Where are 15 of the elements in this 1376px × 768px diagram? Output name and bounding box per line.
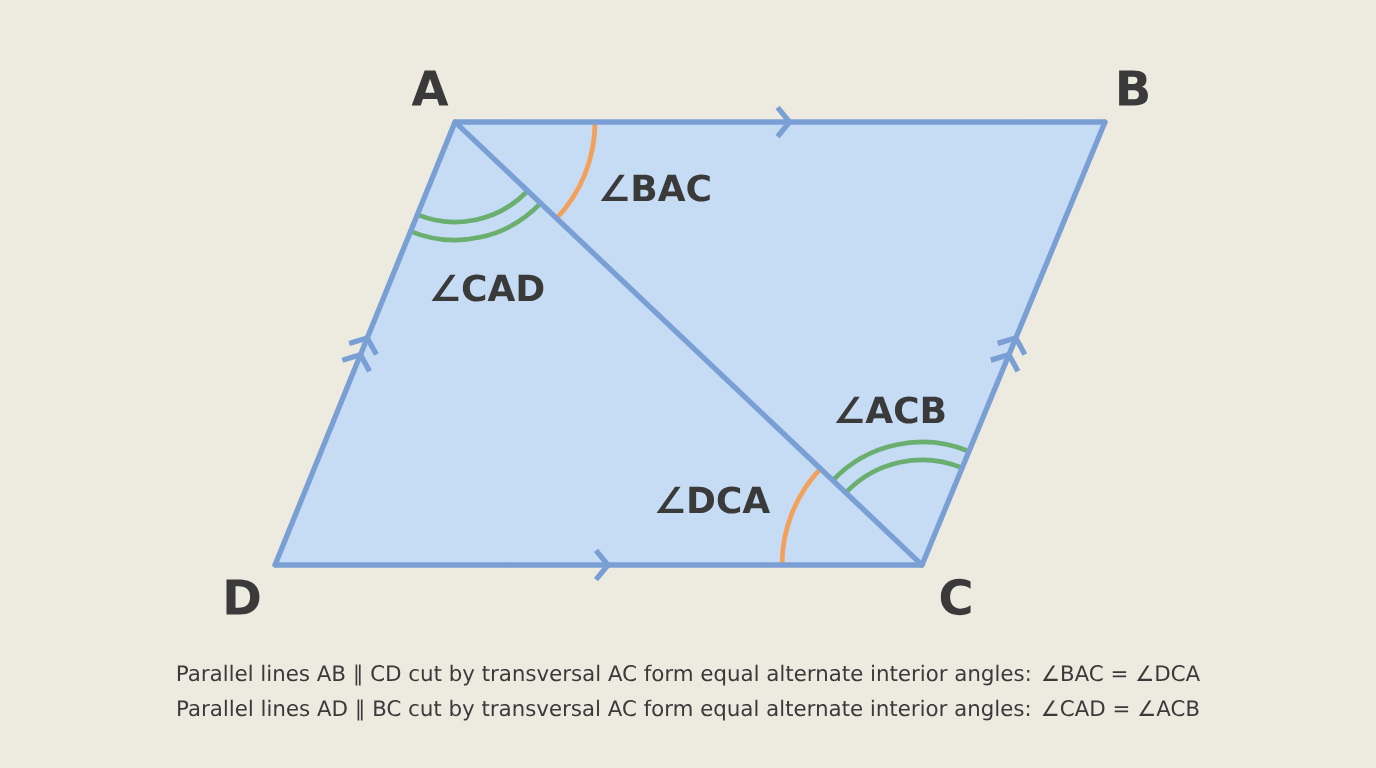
caption-line: Parallel lines AD ∥ BC cut by transversal AC form equal alternate interior angles: ∠CAD = ∠ACB (178, 699, 1199, 721)
parallelogram-side (919, 119, 1108, 568)
angle-label: ∠BAC (600, 174, 710, 202)
angle-label: ∠CAD (431, 274, 544, 302)
caption-line: Parallel lines AB ∥ CD cut by transversal AC form equal alternate interior angles: ∠BAC = ∠DCA (177, 664, 1200, 686)
parallelogram-side (452, 119, 925, 568)
vertex-label: B (1119, 70, 1148, 106)
vertex-label: A (411, 70, 449, 106)
parallelogram-side (272, 119, 458, 568)
angle-label: ∠ACB (835, 396, 945, 424)
parallelogram-side (452, 105, 1108, 139)
vertex-label: D (226, 579, 260, 615)
angle-label: ∠DCA (656, 486, 771, 514)
parallelogram-side (272, 548, 925, 582)
vertex-label: C (940, 578, 971, 616)
